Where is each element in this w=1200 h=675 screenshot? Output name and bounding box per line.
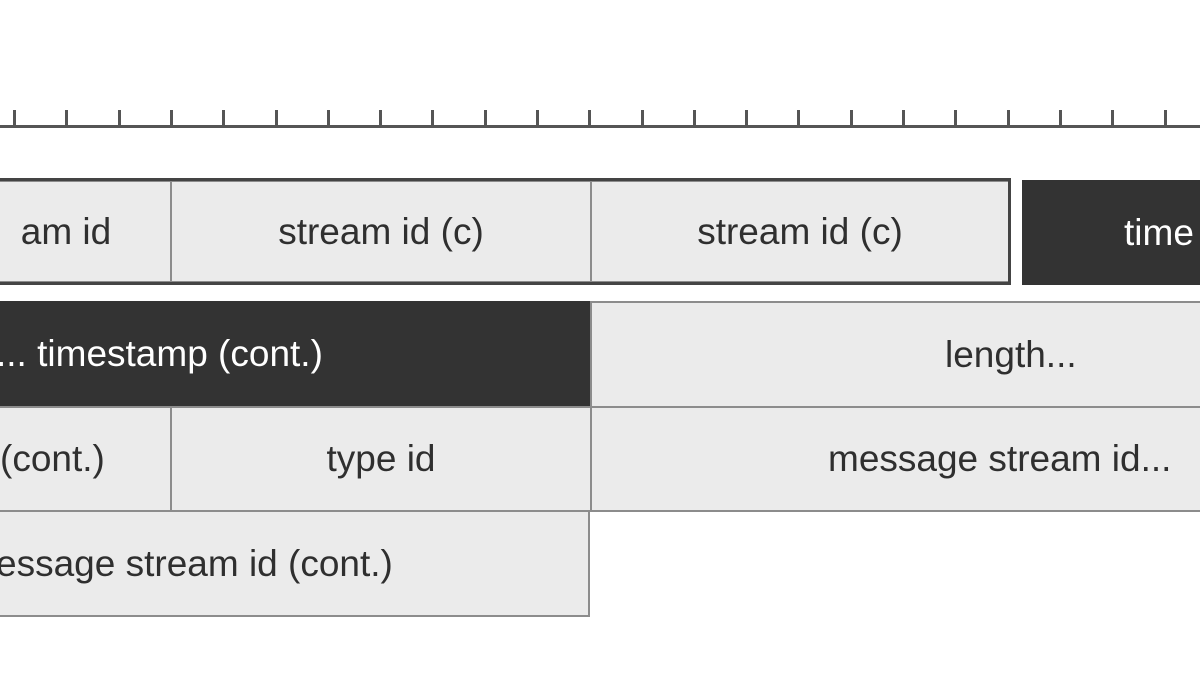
ruler-tick xyxy=(13,110,16,126)
ruler-tick xyxy=(1007,110,1010,126)
ruler-tick xyxy=(327,110,330,126)
field-stream-id-c-2: stream id (c) xyxy=(590,180,1010,283)
ruler-tick xyxy=(1111,110,1114,126)
ruler-tick xyxy=(536,110,539,126)
ruler-tick xyxy=(902,110,905,126)
field-label: stream id (c) xyxy=(697,210,903,252)
field-label: stream id (c) xyxy=(278,210,484,252)
ruler-tick xyxy=(431,110,434,126)
field-type-id: type id xyxy=(170,406,592,512)
ruler-tick xyxy=(118,110,121,126)
field-message-stream-id: message stream id... xyxy=(590,406,1200,512)
field-stream-id-c-1: stream id (c) xyxy=(170,180,592,283)
field-length-cont: (cont.) xyxy=(0,406,172,512)
ruler-tick xyxy=(275,110,278,126)
field-label: time xyxy=(1124,211,1194,253)
field-label: message stream id... xyxy=(828,438,1172,479)
field-timestamp: time xyxy=(1022,180,1200,285)
ruler-tick xyxy=(1059,110,1062,126)
ruler-tick xyxy=(484,110,487,126)
field-label: essage stream id (cont.) xyxy=(0,542,393,584)
ruler-tick xyxy=(222,110,225,126)
ruler-tick xyxy=(641,110,644,126)
ruler-tick xyxy=(65,110,68,126)
field-length: length... xyxy=(590,301,1200,408)
ruler-tick xyxy=(797,110,800,126)
field-label: am id xyxy=(20,210,112,252)
field-label: ... timestamp (cont.) xyxy=(0,332,323,374)
ruler-tick xyxy=(745,110,748,126)
field-message-stream-id-cont: essage stream id (cont.) xyxy=(0,510,590,617)
ruler-tick xyxy=(170,110,173,126)
ruler-tick xyxy=(954,110,957,126)
field-label: type id xyxy=(326,438,436,479)
field-stream-id: am id xyxy=(0,180,172,283)
ruler-tick xyxy=(850,110,853,126)
ruler-tick xyxy=(379,110,382,126)
field-label: length... xyxy=(945,333,1077,375)
ruler-tick xyxy=(693,110,696,126)
field-timestamp-cont: ... timestamp (cont.) xyxy=(0,301,590,406)
ruler-tick xyxy=(1164,110,1167,126)
bit-ruler-line xyxy=(0,125,1200,128)
field-label: (cont.) xyxy=(0,438,105,479)
ruler-tick xyxy=(588,110,591,126)
